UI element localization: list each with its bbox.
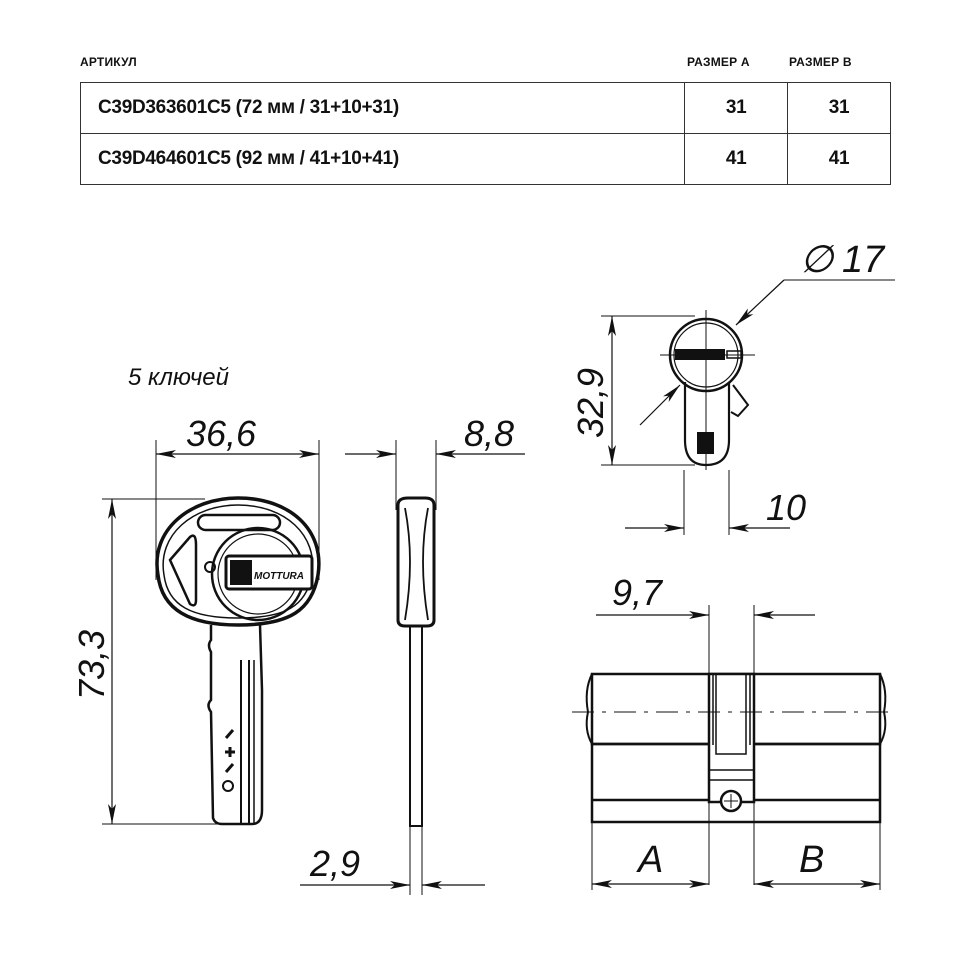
size-a-cell: 31 (684, 82, 789, 134)
key-length-dim: 73,3 (71, 630, 112, 700)
diameter-dim: 17 (842, 239, 886, 281)
key-front-view: 5 ключей 36,6 73,3 MOTTURA (71, 364, 321, 826)
cylinder-logo-icon (697, 432, 714, 454)
cam-width-dim: 10 (766, 487, 806, 528)
cam-slot-dim: 9,7 (612, 572, 664, 613)
header-article: АРТИКУЛ (80, 55, 137, 69)
header-size-a: РАЗМЕР А (687, 55, 750, 69)
size-b-cell: 31 (787, 82, 891, 134)
key-blade-thickness-dim: 2,9 (309, 843, 360, 884)
article-cell: C39D464601C5 (92 мм / 41+10+41) (79, 133, 686, 185)
key-logo-text: MOTTURA (254, 571, 304, 582)
table-row: C39D464601C5 (92 мм / 41+10+41) 41 41 (79, 133, 891, 185)
keyway-icon (675, 349, 725, 360)
cylinder-height-dim: 32,9 (570, 368, 611, 438)
key-head-thickness-dim: 8,8 (464, 413, 514, 454)
table-row: C39D363601C5 (72 мм / 31+10+31) 31 31 (79, 82, 891, 134)
keys-note: 5 ключей (128, 364, 229, 391)
article-cell: C39D363601C5 (72 мм / 31+10+31) (79, 82, 686, 134)
size-a-cell: 41 (684, 133, 789, 185)
size-table: C39D363601C5 (72 мм / 31+10+31) 31 31 C3… (79, 82, 891, 185)
dim-label-a: A (636, 839, 663, 881)
key-width-dim: 36,6 (186, 413, 257, 454)
size-b-cell: 41 (787, 133, 891, 185)
cylinder-side-view: 9,7 A B (572, 572, 895, 890)
dim-label-b: B (799, 839, 824, 881)
header-size-b: РАЗМЕР В (789, 55, 852, 69)
mottura-logo-icon (230, 560, 252, 585)
diameter-symbol: ∅ (800, 239, 835, 281)
key-blade (207, 624, 264, 826)
key-side-view: 8,8 2,9 (300, 413, 525, 895)
key-bow (155, 496, 321, 627)
cylinder-end-view: 32,9 ∅ 17 10 (570, 239, 895, 535)
